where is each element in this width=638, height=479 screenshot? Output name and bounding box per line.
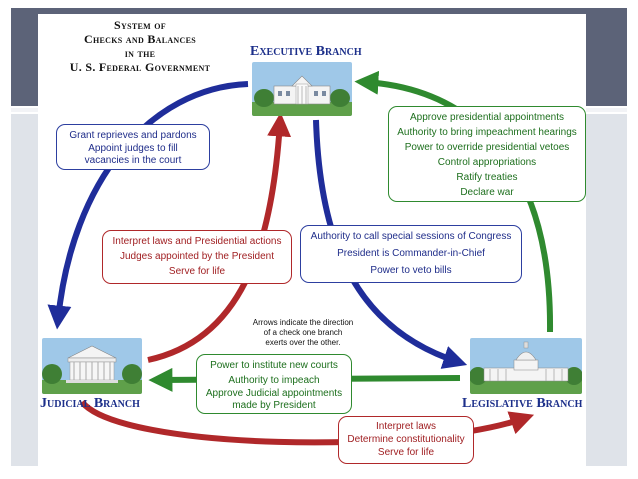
check-item: Approve Judicial appointments (205, 388, 343, 399)
supreme-court-icon (42, 338, 142, 394)
check-item: Control appropriations (437, 157, 537, 168)
check-item: Grant reprieves and pardons (69, 130, 197, 141)
check-item: Authority to bring impeachment hearings (397, 127, 577, 138)
legislative-branch-label: Legislative Branch (462, 396, 583, 411)
check-item: Declare war (460, 187, 514, 198)
check-item: Authority to impeach (228, 375, 320, 386)
judicial-branch-label: Judicial Branch (40, 396, 140, 411)
check-item: Judges appointed by the President (120, 251, 274, 262)
title-line-1: System of (114, 18, 166, 32)
note-line: Arrows indicate the direction (252, 318, 354, 327)
check-item: Determine constitutionality (347, 434, 465, 445)
arrow-legend-note: Arrows indicate the direction of a check… (238, 318, 368, 348)
title-line-2: Checks and Balances (84, 32, 196, 46)
check-judicial-on-executive: Interpret laws and Presidential actions … (102, 230, 292, 284)
check-legislative-on-judicial: Power to institute new courts Authority … (196, 354, 352, 414)
check-item: Serve for life (377, 447, 435, 458)
check-executive-on-judicial: Grant reprieves and pardons Appoint judg… (56, 124, 210, 170)
executive-branch-label: Executive Branch (250, 44, 362, 59)
note-line: of a check one branch (263, 328, 343, 337)
check-executive-on-legislative: Authority to call special sessions of Co… (300, 225, 522, 283)
check-item: Interpret laws and Presidential actions (112, 236, 282, 247)
diagram-title: System of Checks and Balances in the U. … (40, 18, 240, 74)
check-item: vacancies in the court (84, 155, 182, 166)
capitol-icon (470, 338, 582, 394)
title-line-3: in the (124, 46, 156, 60)
check-item: Power to institute new courts (210, 360, 338, 371)
check-item: Ratify treaties (456, 172, 518, 183)
check-item: Power to veto bills (370, 265, 452, 276)
check-item: made by President (232, 400, 316, 411)
check-legislative-on-executive: Approve presidential appointments Author… (388, 106, 586, 202)
check-item: Appoint judges to fill (88, 143, 178, 154)
check-item: Interpret laws (375, 421, 437, 432)
note-line: exerts over the other. (265, 338, 341, 347)
white-house-icon (252, 62, 352, 116)
check-item: Authority to call special sessions of Co… (310, 231, 512, 242)
title-line-4: U. S. Federal Government (69, 60, 211, 74)
check-judicial-on-legislative: Interpret laws Determine constitutionali… (338, 416, 474, 464)
check-item: President is Commander-in-Chief (337, 248, 485, 259)
check-item: Serve for life (168, 266, 226, 277)
arrow-executive-to-judicial (47, 81, 249, 330)
check-item: Power to override presidential vetoes (404, 142, 570, 153)
check-item: Approve presidential appointments (410, 112, 564, 123)
